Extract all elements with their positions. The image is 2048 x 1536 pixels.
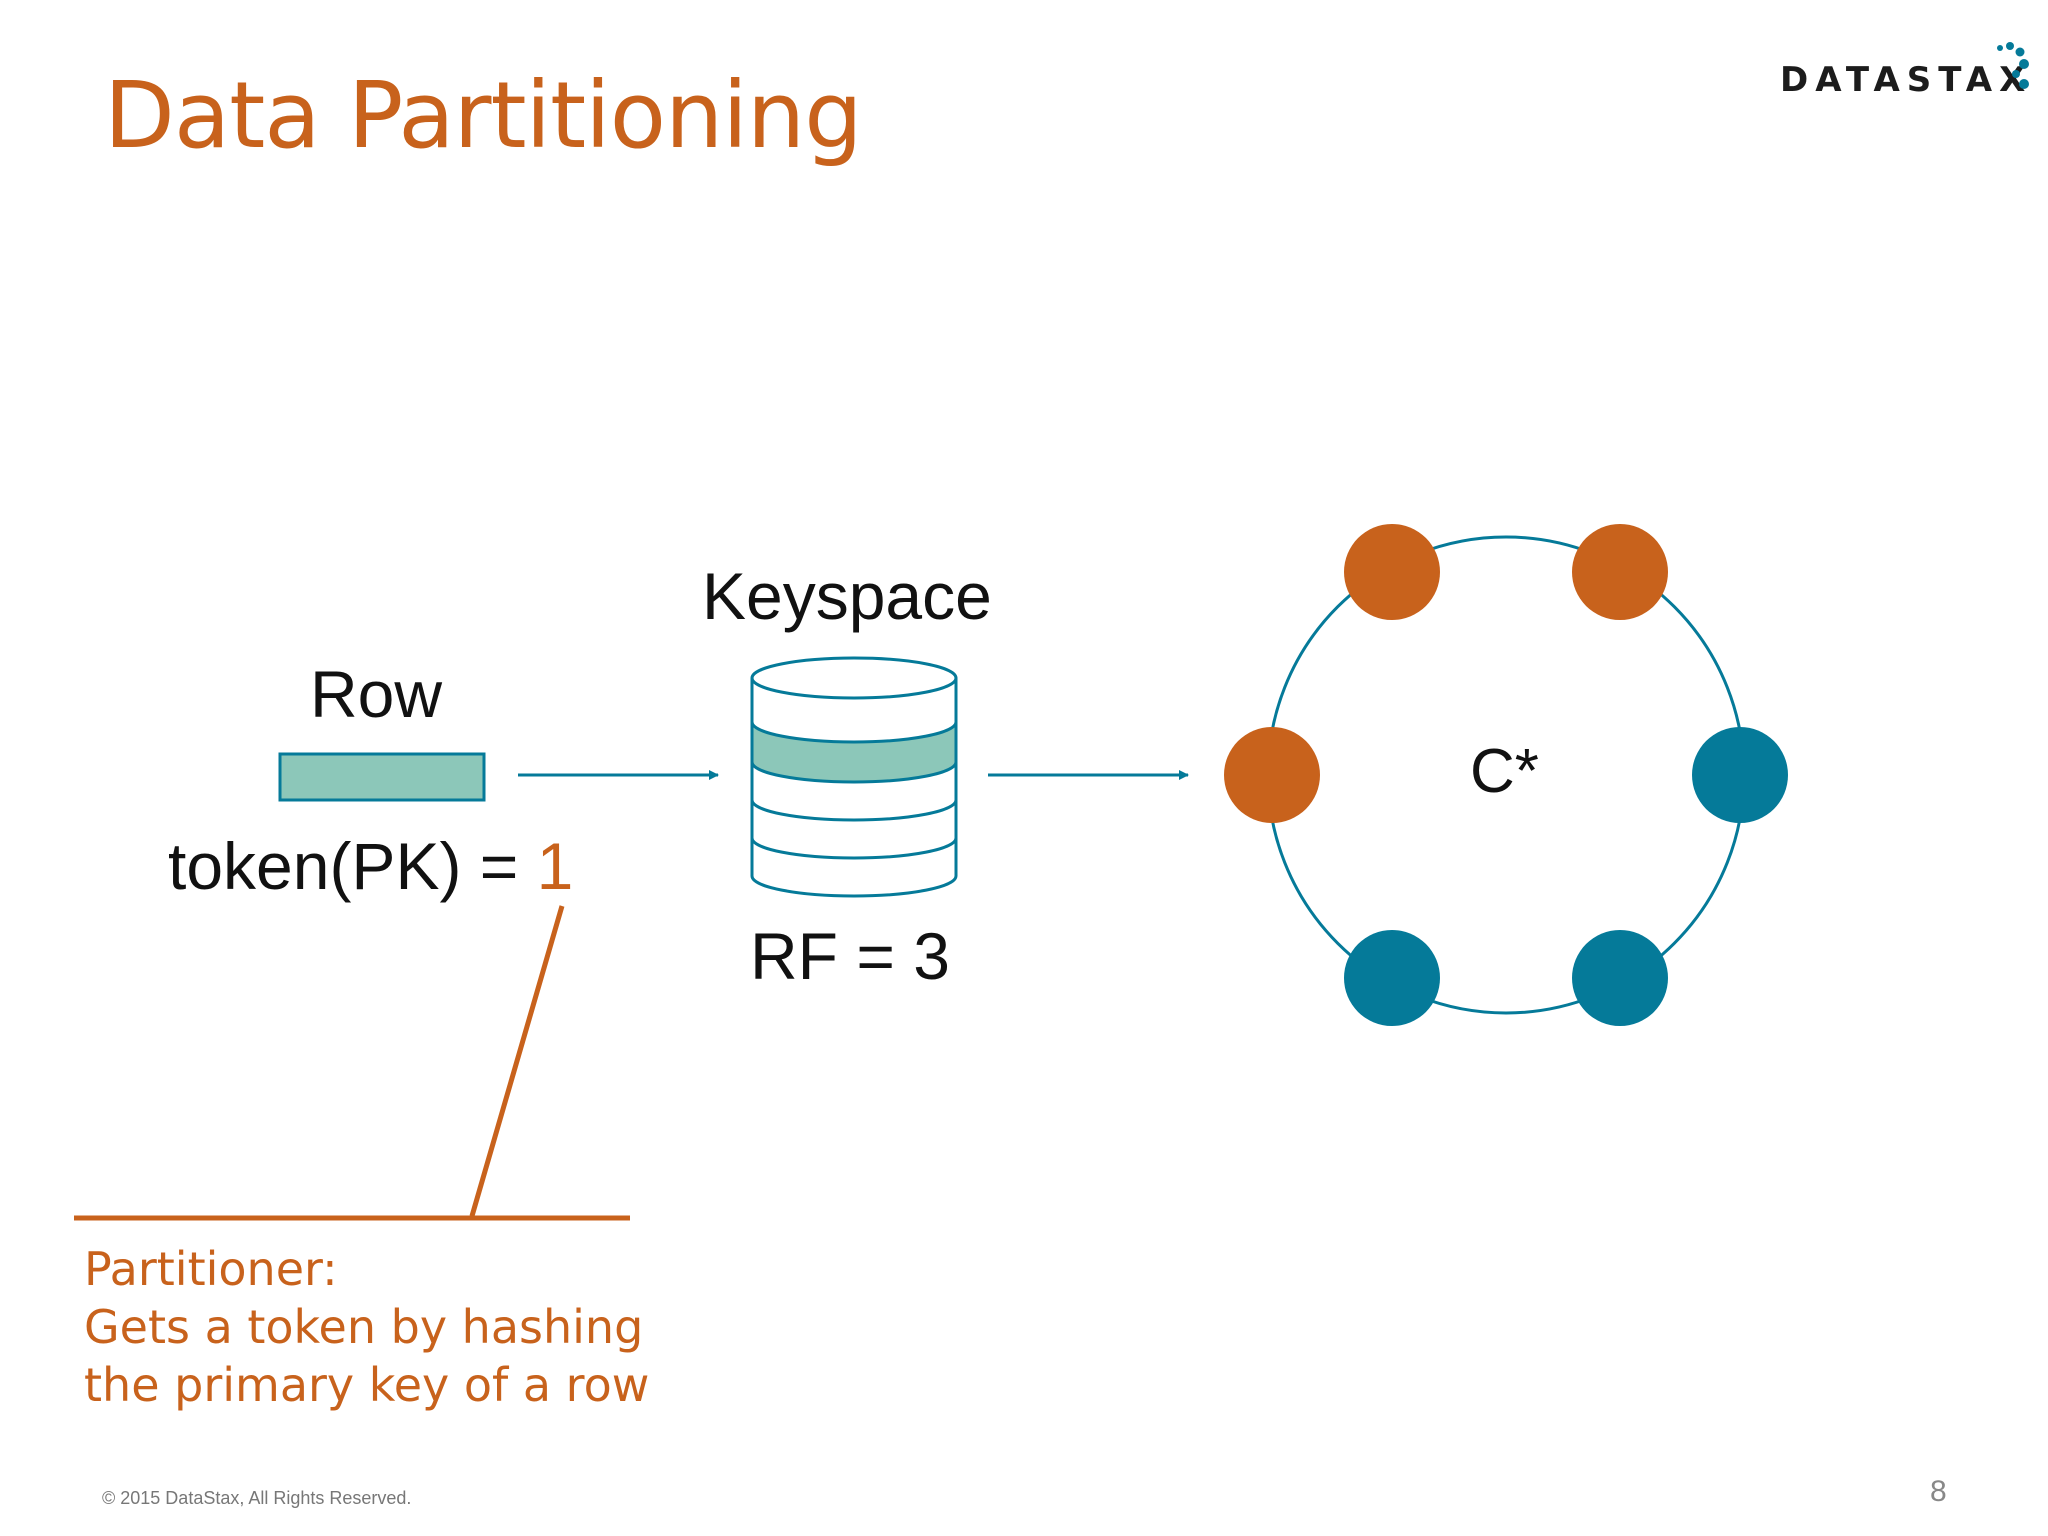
logo-text: DATASTAX (1780, 60, 2033, 100)
copyright-footer: © 2015 DataStax, All Rights Reserved. (102, 1488, 412, 1508)
note-line-2: Gets a token by hashing (84, 1300, 644, 1354)
callout-diagonal-line (469, 905, 565, 1217)
page-title: Data Partitioning (104, 62, 863, 169)
node-orange-top-right (1572, 524, 1668, 620)
ring-label: C* (1470, 737, 1539, 806)
partitioner-note: Partitioner: Gets a token by hashing the… (84, 1240, 649, 1414)
node-teal-right (1692, 727, 1788, 823)
node-orange-top-left (1344, 524, 1440, 620)
row-rectangle (278, 752, 486, 802)
row-label: Row (310, 657, 443, 731)
node-teal-bottom-left (1344, 930, 1440, 1026)
keyspace-label: Keyspace (702, 559, 992, 633)
rf-label: RF = 3 (750, 919, 950, 993)
token-expression: token(PK) = 1 (168, 828, 573, 904)
logo-dots-icon (1997, 42, 2029, 89)
datastax-logo: DATASTAX (1780, 40, 2030, 100)
node-teal-bottom-right (1572, 930, 1668, 1026)
node-orange-left (1224, 727, 1320, 823)
note-line-1: Partitioner: (84, 1242, 338, 1296)
page-number: 8 (1930, 1475, 1947, 1508)
note-line-3: the primary key of a row (84, 1358, 650, 1412)
keyspace-database-icon (750, 656, 958, 898)
token-prefix: token(PK) = (168, 829, 537, 903)
token-value: 1 (536, 829, 574, 903)
